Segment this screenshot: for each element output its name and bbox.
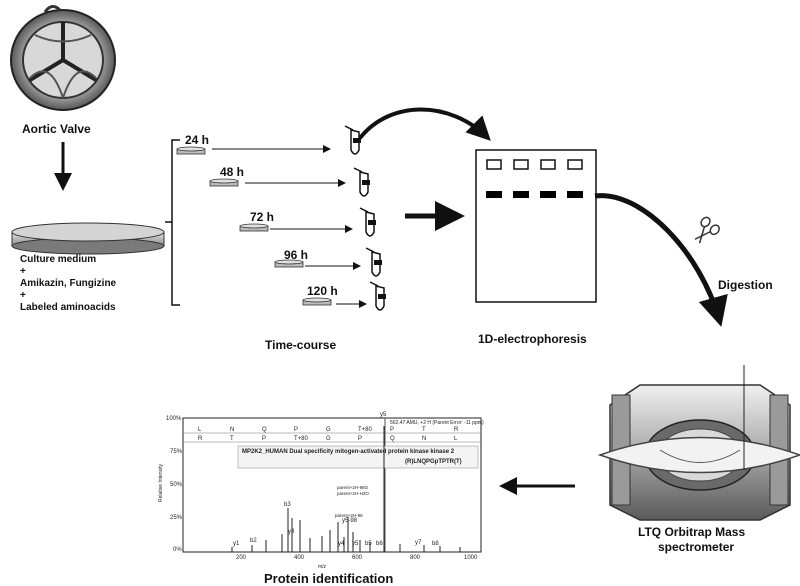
gel-band <box>540 191 556 198</box>
aortic-valve-icon <box>10 5 116 111</box>
mini-dish-icon <box>209 178 239 187</box>
parent-label: parent+2H-98 <box>335 513 363 518</box>
mini-dish-icon <box>302 297 332 306</box>
sequence-residue-bottom: N <box>422 436 427 442</box>
aortic-valve-label: Aortic Valve <box>22 122 91 136</box>
sequence-residue-top: L <box>198 427 202 433</box>
x-tick-label: 200 <box>236 555 247 561</box>
protein-name: MP2K2_HUMAN Dual specificity mitogen-act… <box>242 449 455 455</box>
spectrum-peaks <box>183 426 481 553</box>
peak-label: y5 <box>352 541 359 547</box>
y-tick-label: 100% <box>166 416 182 422</box>
mini-dish-icon <box>274 259 304 268</box>
timepoint-label: 24 h <box>185 133 210 147</box>
gel-band <box>513 191 529 198</box>
sequence-residue-bottom: Q <box>390 436 395 442</box>
electrophoresis-label: 1D-electrophoresis <box>478 332 587 346</box>
digestion-label: Digestion <box>718 278 773 292</box>
protein-identification-label: Protein identification <box>264 571 394 586</box>
peak-label: b6 <box>376 541 383 547</box>
mini-dish-icon <box>176 146 206 155</box>
sample-tube-icon <box>359 207 376 237</box>
ms-label-line2: spectrometer <box>658 540 735 554</box>
ms-label-line1: LTQ Orbitrap Mass <box>638 525 746 539</box>
y-tick-label: 0% <box>173 547 182 553</box>
mini-dish-icon <box>239 223 269 232</box>
x-tick-label: 800 <box>410 555 421 561</box>
parent-label: parent+2H-98O <box>337 485 369 490</box>
y-tick-label: 50% <box>170 482 183 488</box>
culture-line-4: + <box>20 290 26 301</box>
gel-well <box>567 159 583 170</box>
spectrum-header: 562.47 AMU, +2 H (Parent Error: -11 ppm) <box>390 420 484 426</box>
sample-tube-icon <box>365 247 382 277</box>
sample-tube-icon <box>353 167 370 197</box>
gel-well <box>513 159 529 170</box>
sequence-residue-top: P <box>390 427 395 433</box>
gel-band <box>567 191 583 198</box>
culture-line-1: Culture medium <box>20 254 97 265</box>
timepoint-label: 48 h <box>220 165 245 179</box>
sequence-residue-bottom: P <box>358 436 363 442</box>
timecourse-bracket <box>165 139 180 306</box>
sequence-residue-top: P <box>294 427 299 433</box>
peak-label: b8 <box>432 541 439 547</box>
sequence-residue-top: T+80 <box>358 427 372 433</box>
timecourse-dishes <box>176 125 386 311</box>
sequence-residue-bottom: T <box>230 436 234 442</box>
gel-band <box>486 191 502 198</box>
sequence-residue-bottom: P <box>262 436 267 442</box>
culture-line-5: Labeled aminoacids <box>20 302 116 313</box>
time-course-label: Time-course <box>265 338 337 352</box>
x-tick-label: 1000 <box>464 555 478 561</box>
sequence-residue-bottom: L <box>454 436 458 442</box>
sequence-residue-bottom: T+80 <box>294 436 308 442</box>
peak-label: y5-98 <box>342 518 358 524</box>
peak-label: b5 <box>365 541 372 547</box>
arrow-to-ms <box>594 193 728 327</box>
culture-line-3: Amikazin, Fungizine <box>20 278 117 289</box>
y-tick-label: 25% <box>170 515 183 521</box>
ms-spectrum <box>182 417 482 553</box>
sequence-residue-top: R <box>454 427 459 433</box>
peak-label: b3 <box>284 502 291 508</box>
sequence-residue-top: Q <box>262 427 267 433</box>
peak-label: y7 <box>415 540 422 546</box>
sample-tube-icon <box>369 281 386 311</box>
sequence-residue-top: N <box>230 427 235 433</box>
peak-label: b2 <box>250 538 257 544</box>
peak-label: y5 <box>380 412 387 418</box>
culture-dish-icon <box>11 222 165 255</box>
timepoint-label: 96 h <box>284 248 309 262</box>
timepoint-label: 72 h <box>250 210 275 224</box>
sample-tube-icon <box>344 125 361 155</box>
x-axis-label: m/z <box>318 564 327 570</box>
orbitrap-mass-spectrometer-icon <box>597 365 800 521</box>
sequence-residue-top: G <box>326 427 331 433</box>
sequence-residue-bottom: G <box>326 436 331 442</box>
parent-label: parent+2H-H2O <box>337 491 369 496</box>
sequence-residue-bottom: R <box>198 436 203 442</box>
y-axis-label: Relative Intensity <box>158 463 165 503</box>
gel-well <box>486 159 502 170</box>
sequence-residue-top: T <box>422 427 426 433</box>
gel-electrophoresis <box>475 149 597 303</box>
peak-label: y4 <box>338 541 345 547</box>
x-tick-label: 400 <box>294 555 305 561</box>
culture-line-2: + <box>20 266 26 277</box>
peak-label: y1 <box>233 541 240 547</box>
y-tick-label: 75% <box>170 449 183 455</box>
timepoint-label: 120 h <box>307 284 338 298</box>
peak-label: y3 <box>288 529 295 535</box>
arrow-to-gel <box>358 107 491 141</box>
gel-well <box>540 159 556 170</box>
x-tick-label: 600 <box>352 555 363 561</box>
scissors-icon <box>694 216 720 244</box>
peptide-sequence: (R)LNQPGpTPTR(T) <box>405 459 462 465</box>
